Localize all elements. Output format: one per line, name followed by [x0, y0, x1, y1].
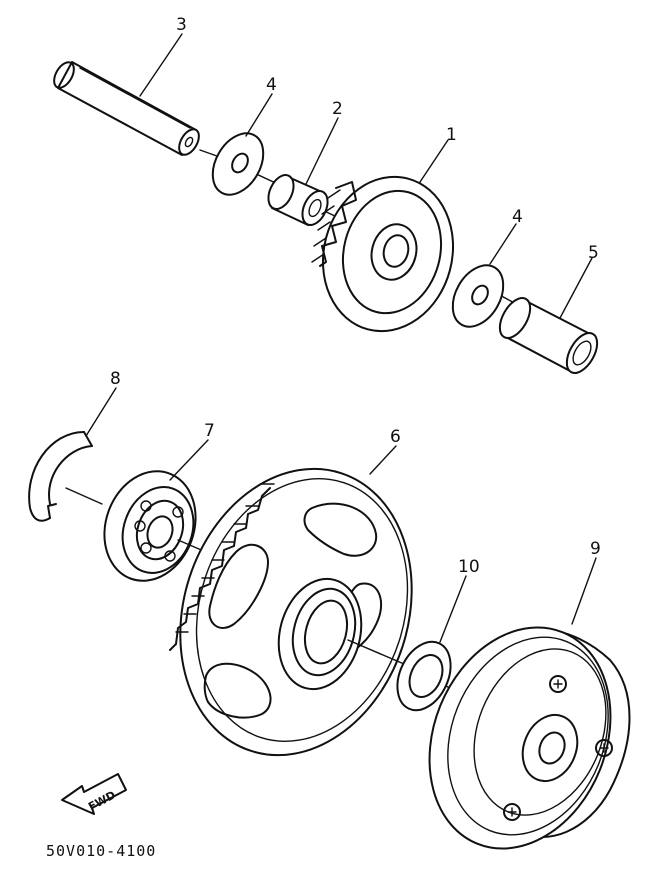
part-8-circlip	[28, 431, 93, 522]
callout-7: 7	[204, 421, 215, 441]
part-3-shaft	[53, 61, 200, 156]
part-6-starter-wheel	[169, 467, 413, 757]
callout-3: 3	[176, 15, 187, 35]
part-9-clutch-housing	[428, 626, 631, 850]
callout-leaders	[85, 33, 597, 643]
part-2-collar	[267, 174, 329, 226]
part-1-gear	[311, 175, 455, 333]
part-5-sleeve	[498, 297, 599, 374]
callout-6: 6	[390, 427, 401, 447]
callout-4-upper: 4	[266, 75, 277, 95]
part-4-washer-upper	[211, 132, 265, 196]
drawing-code: 50V010-4100	[46, 842, 157, 860]
callout-9: 9	[590, 539, 601, 559]
callout-8: 8	[110, 369, 121, 389]
callout-1: 1	[446, 125, 457, 145]
part-4-washer-lower	[451, 264, 505, 328]
callout-4-lower: 4	[512, 207, 523, 227]
callout-5: 5	[588, 243, 599, 263]
centerline-mid	[65, 487, 103, 505]
callout-10: 10	[458, 557, 480, 577]
part-10-spacer	[396, 640, 452, 712]
callout-2: 2	[332, 99, 343, 119]
part-7-bearing	[103, 470, 197, 582]
fwd-arrow: FWD	[61, 773, 127, 815]
